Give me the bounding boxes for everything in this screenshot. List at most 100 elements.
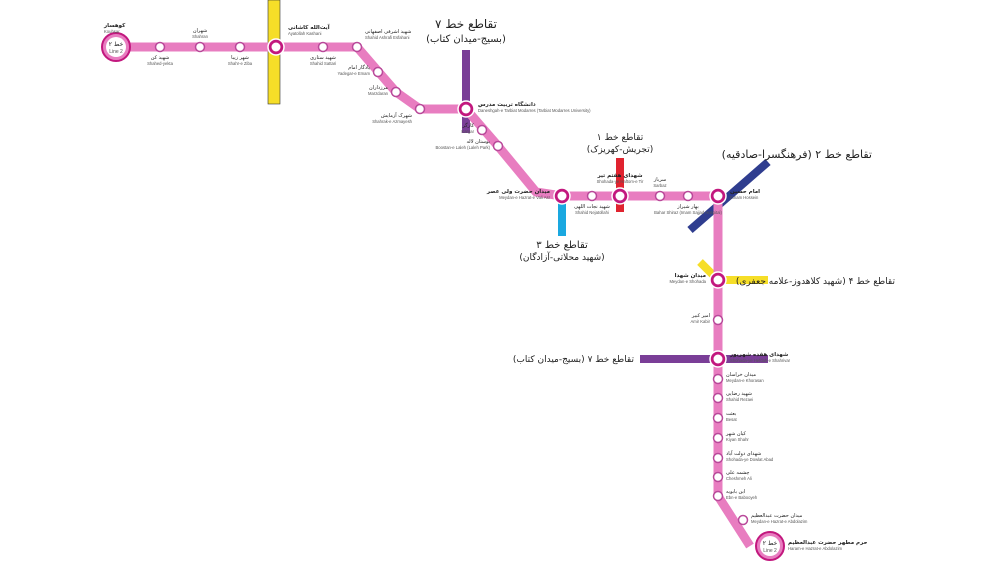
interchange-marker-inner (461, 104, 471, 114)
station-name-fa: میدان حضرت ولی عصر (486, 189, 550, 195)
station-name-fa: امیر کبیر (691, 313, 710, 319)
station-name-en: Kouhsar (104, 29, 120, 34)
station-name-fa: میدان حضرت عبدالعظیم (751, 513, 803, 519)
station-name-fa: شهدای هفتم تیر (596, 173, 642, 179)
station-name-fa: کیان شهر (725, 431, 747, 437)
station-name-fa: کوهسار (103, 22, 126, 29)
station-marker (712, 373, 724, 385)
station-name-en: Shahid Nejatollahi (575, 210, 609, 215)
station-name-en: Besat (726, 417, 738, 422)
label-line1: تقاطع خط ۱ (597, 133, 644, 143)
terminal-label-fa: خط ۲ (109, 41, 124, 48)
label-line3: تقاطع خط ۳ (536, 240, 588, 251)
station-marker (712, 392, 724, 404)
station-marker (712, 490, 724, 502)
station-name-en: Shahran (192, 34, 209, 39)
terminal-label-en: Line 2 (763, 548, 777, 554)
terminal-label-en: Line 2 (109, 49, 123, 55)
label-line3-sub: (شهید محلاتی-آزادگان) (519, 251, 604, 263)
station-marker (390, 86, 402, 98)
label-line6: تقاطع خط ۲ (فرهنگسرا-صادقیه) (722, 148, 872, 161)
station-marker (351, 41, 363, 53)
station-marker (234, 41, 246, 53)
station-marker (372, 66, 384, 78)
station-name-fa: کارگر (462, 122, 475, 129)
label-line1-sub: (تجریش-کهریزک) (587, 144, 653, 155)
station-name-en: Meydan-e Hazrat-e Abdolazim (751, 519, 808, 524)
station-marker (476, 124, 488, 136)
interchange-marker-inner (271, 42, 281, 52)
interchange-marker-inner (615, 191, 625, 201)
station-name-fa: بوستان لاله (466, 139, 490, 145)
terminal-inner (760, 536, 780, 556)
label-line7-south: تقاطع خط ۷ (بسیج-میدان کتاب) (513, 355, 635, 365)
station-name-fa: دانشگاه تربیت مدرس (478, 101, 536, 108)
station-name-fa: حرم مطهر حضرت عبدالعظیم (788, 540, 867, 546)
station-name-fa: شهران (193, 28, 207, 34)
station-marker (737, 514, 749, 526)
station-name-en: Boostan-e Laleh (Laleh Park) (436, 145, 491, 150)
station-name-fa: میدان شهدا (675, 273, 706, 279)
station-name-en: Kargar (461, 129, 474, 134)
label-line7-north-sub: (بسیج-میدان کتاب) (426, 34, 506, 45)
station-marker (712, 432, 724, 444)
station-name-en: Meydan-e Hazrat-e Vali Asr (499, 195, 550, 200)
station-name-en: Shahrak-e Azmayesh (372, 119, 412, 124)
station-name-en: Cheshmeh Ali (726, 476, 752, 481)
interchange-marker-inner (713, 275, 723, 285)
station-marker (194, 41, 206, 53)
station-name-en: Ebn-e Babooyeh (726, 495, 758, 500)
station-name-en: Shahed-yekta (147, 61, 174, 66)
interchange-marker-inner (713, 191, 723, 201)
station-name-en: Haram-e Hazrat-e Abdolazim (788, 546, 843, 551)
station-name-en: Yadegar-e Emam (337, 71, 370, 76)
station-name-en: Bahar Shiraz (Imam Sajjad Hospital) (654, 210, 722, 215)
station-name-en: Shahid Ashrafi Esfahani (365, 35, 410, 40)
station-name-en: Meydan-e Khorasan (726, 378, 764, 383)
station-name-fa: بهار شیراز (676, 204, 698, 210)
station-name-en: Shohada-ye Hefdah-e Shahrivar (730, 358, 791, 363)
station-marker (712, 314, 724, 326)
station-name-en: Emam Hossein (730, 195, 759, 200)
station-name-fa: شهید رضایی (726, 391, 752, 397)
label-line4: تقاطع خط ۴ (شهید کلاهدوز-علامه جعفری) (736, 277, 896, 287)
station-name-en: Amir Kabir (690, 319, 710, 324)
station-name-fa: شهید کن (151, 55, 169, 61)
station-name-fa: شهدای هفده شهریور (729, 352, 788, 358)
station-marker (154, 41, 166, 53)
station-name-fa: شهر زیبا (231, 55, 249, 61)
station-name-en: Shohada-ye Dowlat Abad (726, 457, 774, 462)
station-name-fa: ابن بابویه (726, 489, 745, 495)
station-name-fa: شهید اشرفی اصفهانی (365, 29, 411, 35)
station-name-fa: شهدای دولت آباد (726, 450, 761, 457)
station-name-en: Sarbaz (653, 183, 666, 188)
station-name-en: Ayatollah Kashani (288, 31, 322, 36)
station-marker (682, 190, 694, 202)
station-marker (414, 103, 426, 115)
interchange-marker-inner (557, 191, 567, 201)
station-marker (654, 190, 666, 202)
